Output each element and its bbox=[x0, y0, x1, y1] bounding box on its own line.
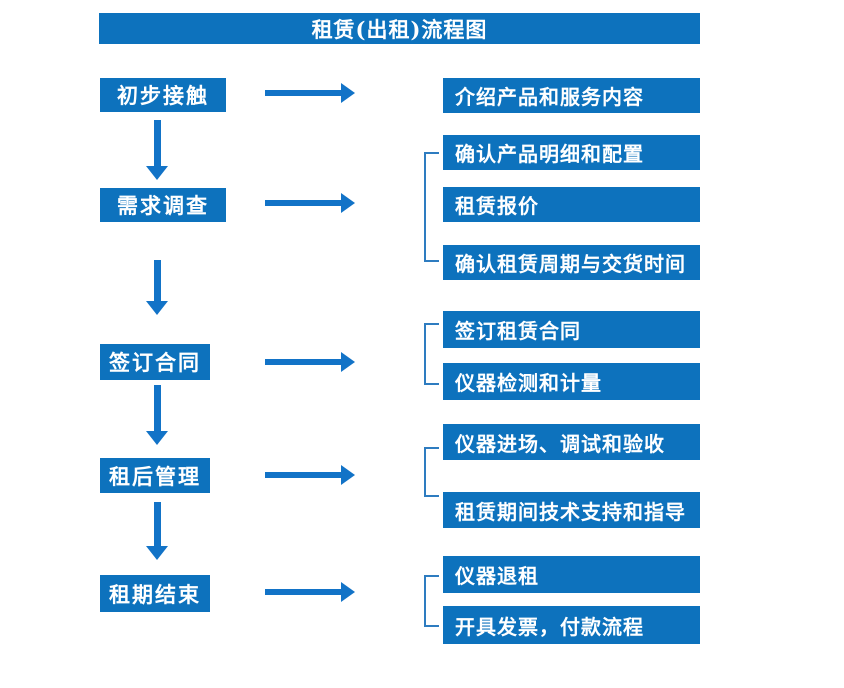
step-box-sign-contract: 签订合同 bbox=[100, 344, 210, 380]
right-arrow-1-head bbox=[341, 83, 355, 103]
bracket-sign-contract-group bbox=[424, 323, 439, 385]
right-arrow-1 bbox=[265, 83, 355, 103]
right-arrow-3 bbox=[265, 352, 355, 372]
right-arrow-3-head bbox=[341, 352, 355, 372]
right-arrow-4-shaft bbox=[265, 472, 341, 478]
down-arrow-2-shaft bbox=[153, 260, 161, 301]
bracket-lease-end-group bbox=[424, 575, 439, 627]
right-arrow-4 bbox=[265, 465, 355, 485]
down-arrow-3-shaft bbox=[153, 385, 161, 431]
down-arrow-2 bbox=[146, 260, 168, 315]
detail-box-tech-support: 租赁期间技术支持和指导 bbox=[443, 492, 700, 528]
right-arrow-4-head bbox=[341, 465, 355, 485]
detail-box-rental-quote: 租赁报价 bbox=[443, 187, 700, 222]
detail-box-instrument-setup-acceptance: 仪器进场、调试和验收 bbox=[443, 424, 700, 460]
bracket-post-rental-group bbox=[424, 447, 439, 497]
step-box-demand-survey: 需求调查 bbox=[100, 188, 226, 222]
right-arrow-5 bbox=[265, 582, 355, 602]
detail-box-invoice-payment: 开具发票，付款流程 bbox=[443, 606, 700, 644]
right-arrow-2-shaft bbox=[265, 200, 341, 206]
right-arrow-5-head bbox=[341, 582, 355, 602]
bracket-demand-survey-group bbox=[424, 152, 439, 262]
flowchart-title: 租赁(出租)流程图 bbox=[311, 16, 488, 42]
detail-box-instrument-return: 仪器退租 bbox=[443, 556, 700, 593]
detail-box-sign-rental-contract: 签订租赁合同 bbox=[443, 311, 700, 348]
down-arrow-2-head bbox=[146, 301, 168, 315]
right-arrow-2-head bbox=[341, 193, 355, 213]
right-arrow-2 bbox=[265, 193, 355, 213]
detail-box-confirm-product-details: 确认产品明细和配置 bbox=[443, 135, 700, 170]
down-arrow-3-head bbox=[146, 431, 168, 445]
detail-box-introduce-products: 介绍产品和服务内容 bbox=[443, 78, 700, 113]
down-arrow-1-shaft bbox=[153, 120, 161, 166]
step-box-initial-contact: 初步接触 bbox=[100, 78, 226, 112]
right-arrow-1-shaft bbox=[265, 90, 341, 96]
down-arrow-1-head bbox=[146, 166, 168, 180]
right-arrow-5-shaft bbox=[265, 589, 341, 595]
step-box-lease-end: 租期结束 bbox=[100, 575, 210, 612]
right-arrow-3-shaft bbox=[265, 359, 341, 365]
step-box-post-rental-management: 租后管理 bbox=[100, 458, 210, 493]
down-arrow-4 bbox=[146, 502, 168, 560]
down-arrow-4-head bbox=[146, 546, 168, 560]
detail-box-instrument-inspection: 仪器检测和计量 bbox=[443, 363, 700, 400]
down-arrow-3 bbox=[146, 385, 168, 445]
flowchart-title-bar: 租赁(出租)流程图 bbox=[99, 13, 700, 44]
down-arrow-1 bbox=[146, 120, 168, 180]
detail-box-confirm-period-delivery: 确认租赁周期与交货时间 bbox=[443, 245, 700, 280]
down-arrow-4-shaft bbox=[153, 502, 161, 546]
